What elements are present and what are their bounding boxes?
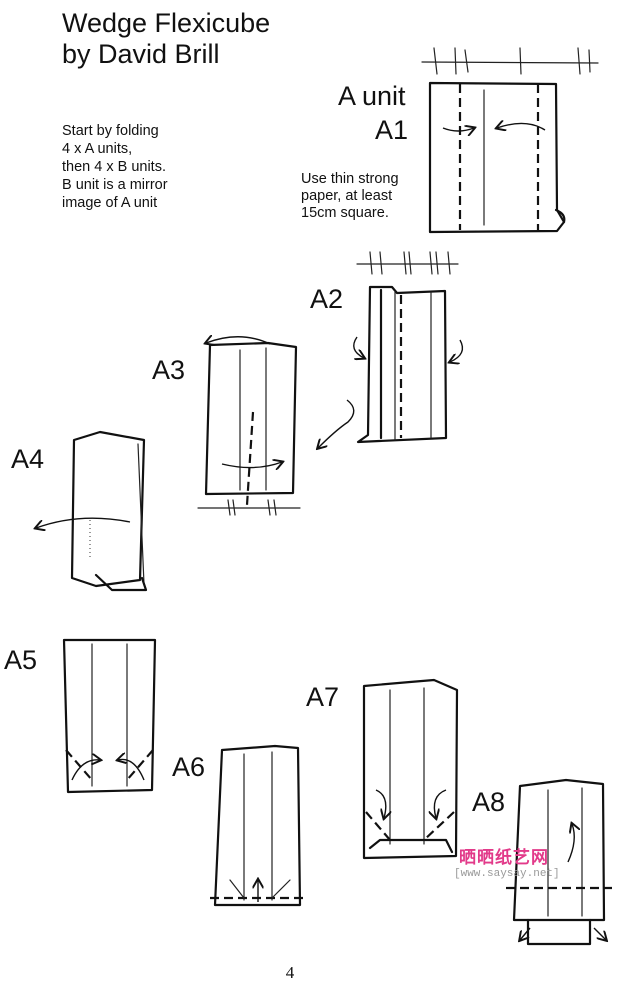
title-line-2: by David Brill <box>62 39 220 69</box>
intro-line: B unit is a mirror <box>62 177 168 193</box>
intro-line: image of A unit <box>62 195 158 211</box>
step-label-a7: A7 <box>306 682 340 712</box>
diagram-a3 <box>197 337 301 516</box>
watermark-logo: 晒晒纸艺网 <box>459 848 549 867</box>
intro-instructions: Start by folding 4 x A units, then 4 x B… <box>62 122 242 212</box>
paper-note-line: Use thin strong <box>301 171 399 187</box>
diagram-a7 <box>362 678 459 860</box>
step-label-a2: A2 <box>310 284 344 314</box>
step-label-a6: A6 <box>172 752 206 782</box>
step-label-a-unit: A unit <box>338 81 406 111</box>
step-label-a5: A5 <box>4 645 38 675</box>
title-line-1: Wedge Flexicube <box>62 8 271 38</box>
diagram-a1 <box>421 47 599 234</box>
step-label-a8: A8 <box>472 787 506 817</box>
watermark-url: [www.saysay.net] <box>454 868 560 880</box>
intro-line: then 4 x B units. <box>62 159 166 175</box>
diagram-a2 <box>318 251 464 448</box>
document-title: Wedge Flexicube by David Brill <box>62 8 270 70</box>
paper-note: Use thin strong paper, at least 15cm squ… <box>301 171 399 222</box>
step-label-a4: A4 <box>11 444 45 474</box>
intro-line: 4 x A units, <box>62 141 133 157</box>
diagram-a6 <box>210 744 306 907</box>
diagram-a5 <box>62 638 157 794</box>
intro-line: Start by folding <box>62 123 159 139</box>
page-number: 4 <box>285 963 295 982</box>
paper-note-line: 15cm square. <box>301 205 389 221</box>
step-label-a1: A1 <box>375 115 409 145</box>
diagram-a8 <box>506 778 612 946</box>
diagram-a4 <box>36 430 148 592</box>
step-label-a3: A3 <box>152 355 186 385</box>
paper-note-line: paper, at least <box>301 188 393 204</box>
